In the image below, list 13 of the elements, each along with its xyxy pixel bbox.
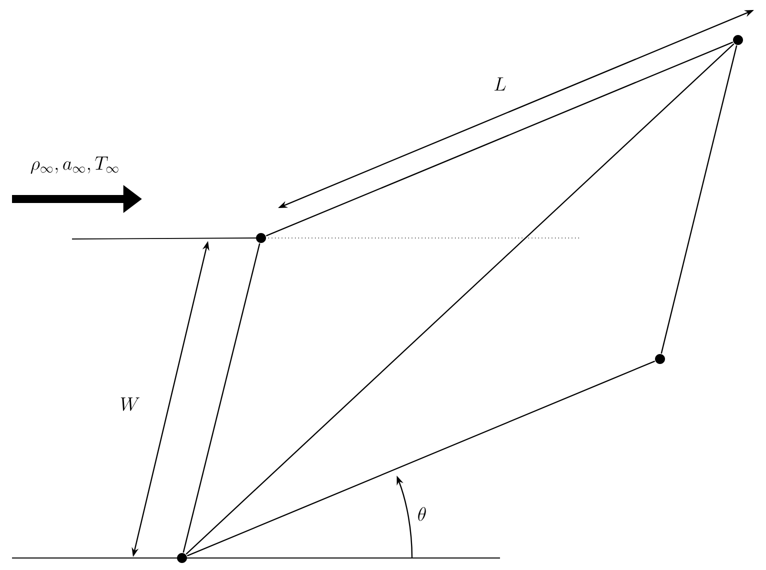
angle-label: $\theta$ — [418, 507, 426, 521]
line — [182, 243, 260, 553]
line — [266, 42, 734, 236]
point-dot — [655, 354, 665, 364]
dimension-label: $W$ — [120, 397, 140, 411]
dimension-label: $L$ — [494, 77, 506, 91]
line — [186, 43, 734, 555]
line — [660, 45, 738, 354]
line — [186, 360, 656, 556]
flow-label: $\rho_{\infty}, a_{\infty}, T_{\infty}$ — [30, 156, 118, 174]
point-dot — [177, 553, 187, 563]
point-dot — [733, 35, 743, 45]
point-dot — [256, 233, 266, 243]
